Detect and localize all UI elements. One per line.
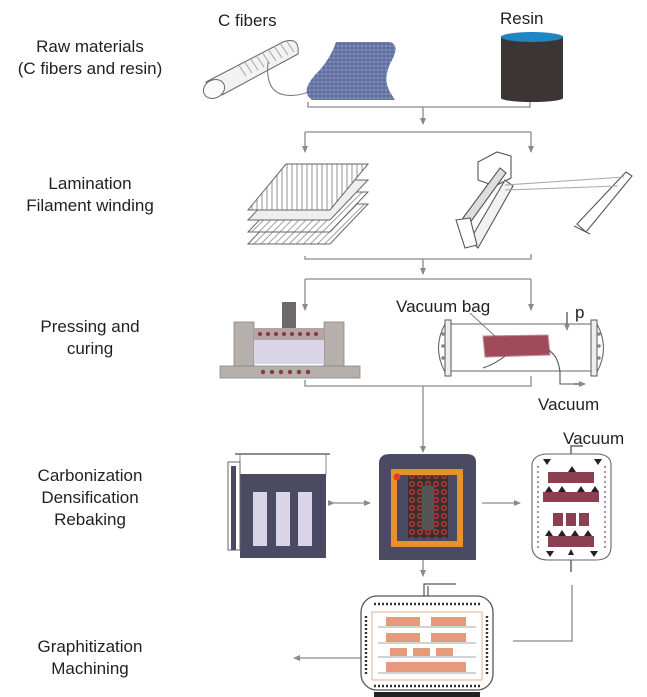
stage-label-pressing: Pressing and curing bbox=[0, 316, 200, 360]
vacuum-bag-label: Vacuum bag bbox=[396, 297, 491, 316]
autoclave-icon bbox=[437, 312, 605, 387]
filament-winding-machine-icon bbox=[455, 151, 633, 249]
carbonization-furnace-icon bbox=[379, 454, 476, 560]
reactor-return-line bbox=[513, 585, 573, 642]
stage-label-raw-materials: Raw materials (C fibers and resin) bbox=[0, 36, 200, 80]
c-fiber-spool-icon bbox=[202, 39, 313, 99]
stage-label-line: Carbonization bbox=[37, 466, 143, 485]
vacuum-autoclave-label: Vacuum bbox=[538, 395, 600, 414]
graphitization-furnace-icon bbox=[360, 583, 494, 697]
stage-label-carbonization: Carbonization Densification Rebaking bbox=[0, 465, 200, 531]
stage-label-line: Machining bbox=[51, 659, 129, 678]
stage-label-line: (C fibers and resin) bbox=[17, 59, 163, 78]
densification-reactor-icon bbox=[531, 445, 612, 572]
press-icon bbox=[219, 302, 361, 379]
stage-label-line: Filament winding bbox=[26, 196, 154, 215]
resin-label: Resin bbox=[500, 9, 544, 28]
stage-label-line: Lamination bbox=[48, 174, 132, 193]
lamination-stack-icon bbox=[246, 163, 370, 245]
merge-line-pressing bbox=[304, 376, 532, 387]
vacuum-reactor-label: Vacuum bbox=[563, 429, 625, 448]
resin-barrel-icon bbox=[501, 32, 563, 102]
raw-materials-merge-line bbox=[307, 100, 531, 108]
merge-line-lamination bbox=[304, 254, 532, 260]
stage-label-graphitization: Graphitization Machining bbox=[0, 636, 200, 680]
connectors bbox=[293, 100, 573, 661]
pressure-label: p bbox=[575, 303, 585, 322]
c-fiber-fabric-icon bbox=[306, 42, 396, 100]
stage-label-line: Densification bbox=[41, 488, 139, 507]
stage-label-lamination: Lamination Filament winding bbox=[0, 173, 200, 217]
stage-label-line: Graphitization bbox=[37, 637, 143, 656]
stage-label-line: Rebaking bbox=[54, 510, 126, 529]
stage-label-line: curing bbox=[66, 339, 114, 358]
stage-label-line: Raw materials bbox=[36, 37, 144, 56]
c-fibers-label: C fibers bbox=[218, 11, 277, 30]
stage-label-line: Pressing and bbox=[40, 317, 140, 336]
vacuum-bag-icon bbox=[482, 334, 551, 358]
impregnation-tank-icon bbox=[227, 453, 330, 558]
